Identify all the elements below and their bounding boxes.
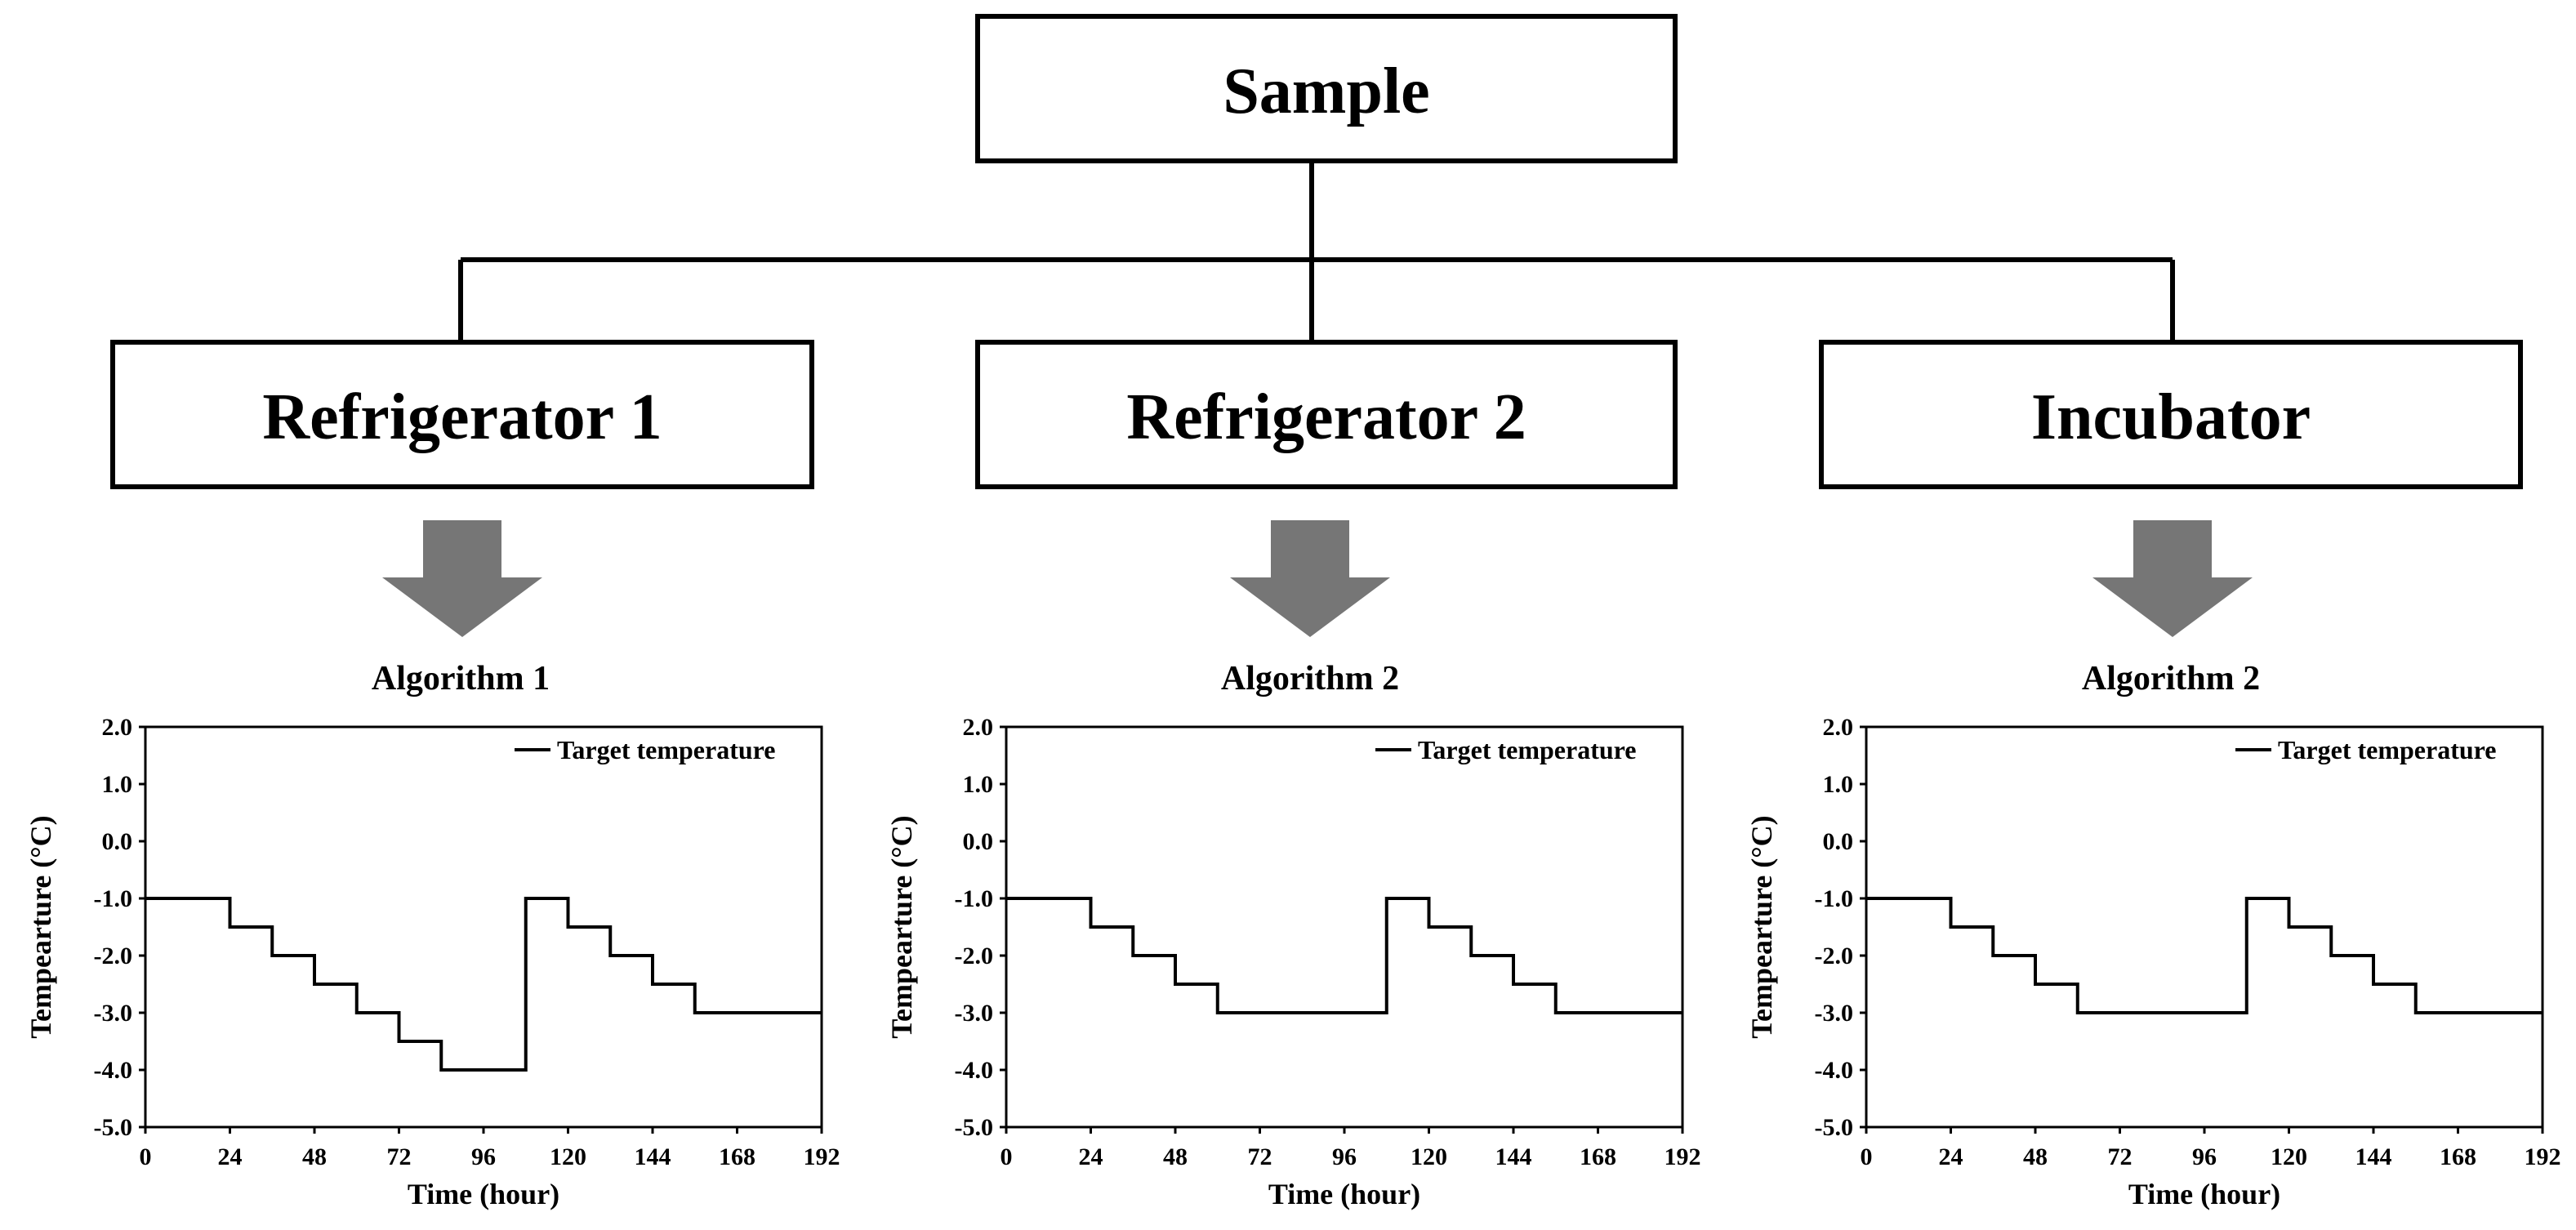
node-box bbox=[110, 340, 814, 489]
root-node: Sample bbox=[975, 14, 1678, 163]
y-tick-label: -2.0 bbox=[1815, 943, 1854, 969]
y-tick-label: -2.0 bbox=[955, 943, 994, 969]
x-tick-label: 96 bbox=[2192, 1143, 2217, 1170]
x-tick-label: 72 bbox=[2108, 1143, 2133, 1170]
x-tick-label: 24 bbox=[1079, 1143, 1103, 1170]
series-line-target-temperature bbox=[1866, 897, 2543, 1014]
y-axis-label: Tempearture (°C) bbox=[1745, 815, 1778, 1038]
x-tick-label: 96 bbox=[1332, 1143, 1357, 1170]
node-incubator: Incubator bbox=[1819, 340, 2523, 489]
legend-label: Target temperature bbox=[2278, 735, 2496, 764]
x-tick-label: 0 bbox=[140, 1143, 152, 1170]
y-axis-label: Tempearture (°C) bbox=[25, 815, 57, 1038]
node-label: Incubator bbox=[2031, 381, 2311, 453]
algorithm-label: Algorithm 1 bbox=[372, 660, 550, 697]
y-tick-label: 1.0 bbox=[102, 771, 133, 798]
legend-label: Target temperature bbox=[557, 735, 775, 764]
y-tick-label: -1.0 bbox=[1815, 885, 1854, 912]
x-tick-label: 72 bbox=[387, 1143, 412, 1170]
y-tick-label: -1.0 bbox=[955, 885, 994, 912]
x-tick-label: 24 bbox=[218, 1143, 243, 1170]
y-tick-label: -5.0 bbox=[94, 1114, 133, 1141]
algorithm-label: Algorithm 2 bbox=[2082, 660, 2260, 697]
x-tick-label: 120 bbox=[2271, 1143, 2307, 1170]
x-tick-label: 144 bbox=[2355, 1143, 2392, 1170]
algorithm-label: Algorithm 2 bbox=[1221, 660, 1399, 697]
node-box bbox=[975, 340, 1678, 489]
x-axis-label: Time (hour) bbox=[2128, 1178, 2280, 1210]
y-tick-label: 2.0 bbox=[1823, 714, 1854, 741]
down-arrow-icon bbox=[1230, 520, 1390, 637]
root-box bbox=[975, 14, 1678, 163]
y-tick-label: -3.0 bbox=[1815, 1000, 1854, 1027]
y-tick-label: -4.0 bbox=[955, 1057, 994, 1084]
x-axis-label: Time (hour) bbox=[1268, 1178, 1420, 1210]
y-tick-label: 2.0 bbox=[963, 714, 994, 741]
down-arrow-icon bbox=[2092, 520, 2253, 637]
temperature-chart: 2.0 1.0 0.0 -1.0 -2.0 -3.0 -4.0 -5.0 0 24 48 72 96 12… bbox=[1745, 714, 2561, 1210]
y-tick-label: -1.0 bbox=[94, 885, 133, 912]
y-tick-label: -2.0 bbox=[94, 943, 133, 969]
x-tick-label: 48 bbox=[2023, 1143, 2048, 1170]
x-axis-label: Time (hour) bbox=[408, 1178, 559, 1210]
x-tick-label: 48 bbox=[1163, 1143, 1188, 1170]
node-box bbox=[1819, 340, 2523, 489]
y-tick-label: 0.0 bbox=[963, 828, 994, 855]
x-tick-label: 24 bbox=[1939, 1143, 1963, 1170]
temperature-chart: 2.0 1.0 0.0 -1.0 -2.0 -3.0 -4.0 -5.0 0 24 48 72 96 12… bbox=[885, 714, 1701, 1210]
x-tick-label: 0 bbox=[1861, 1143, 1873, 1170]
x-tick-label: 120 bbox=[1411, 1143, 1447, 1170]
y-tick-label: -4.0 bbox=[94, 1057, 133, 1084]
y-tick-label: -3.0 bbox=[955, 1000, 994, 1027]
y-axis-label: Tempearture (°C) bbox=[885, 815, 918, 1038]
x-tick-label: 144 bbox=[1495, 1143, 1532, 1170]
node-refrigerator-2: Refrigerator 2 bbox=[975, 340, 1678, 489]
x-tick-label: 192 bbox=[2525, 1143, 2561, 1170]
series-line-target-temperature bbox=[1006, 897, 1682, 1014]
down-arrow-icon bbox=[382, 520, 542, 637]
x-tick-label: 72 bbox=[1248, 1143, 1272, 1170]
x-tick-label: 96 bbox=[471, 1143, 496, 1170]
y-tick-label: 0.0 bbox=[1823, 828, 1854, 855]
y-tick-label: 0.0 bbox=[102, 828, 133, 855]
y-tick-label: -3.0 bbox=[94, 1000, 133, 1027]
node-label: Refrigerator 2 bbox=[1126, 381, 1526, 453]
node-label: Refrigerator 1 bbox=[262, 381, 662, 453]
x-tick-label: 168 bbox=[2440, 1143, 2476, 1170]
connector-lines bbox=[458, 161, 2175, 342]
y-tick-label: -4.0 bbox=[1815, 1057, 1854, 1084]
y-tick-label: -5.0 bbox=[955, 1114, 994, 1141]
root-label: Sample bbox=[1223, 56, 1429, 127]
y-tick-label: 1.0 bbox=[963, 771, 994, 798]
x-tick-label: 144 bbox=[635, 1143, 671, 1170]
node-refrigerator-1: Refrigerator 1 bbox=[110, 340, 814, 489]
x-tick-label: 120 bbox=[550, 1143, 586, 1170]
y-tick-label: -5.0 bbox=[1815, 1114, 1854, 1141]
y-tick-label: 1.0 bbox=[1823, 771, 1854, 798]
x-tick-label: 48 bbox=[302, 1143, 327, 1170]
series-line-target-temperature bbox=[145, 897, 822, 1072]
x-tick-label: 192 bbox=[1665, 1143, 1701, 1170]
y-tick-label: 2.0 bbox=[102, 714, 133, 741]
temperature-chart: 2.0 1.0 0.0 -1.0 -2.0 -3.0 -4.0 -5.0 0 24 48 72 96 12… bbox=[25, 714, 840, 1210]
x-tick-label: 0 bbox=[1001, 1143, 1013, 1170]
legend-label: Target temperature bbox=[1418, 735, 1636, 764]
x-tick-label: 192 bbox=[804, 1143, 840, 1170]
x-tick-label: 168 bbox=[719, 1143, 755, 1170]
x-tick-label: 168 bbox=[1580, 1143, 1616, 1170]
